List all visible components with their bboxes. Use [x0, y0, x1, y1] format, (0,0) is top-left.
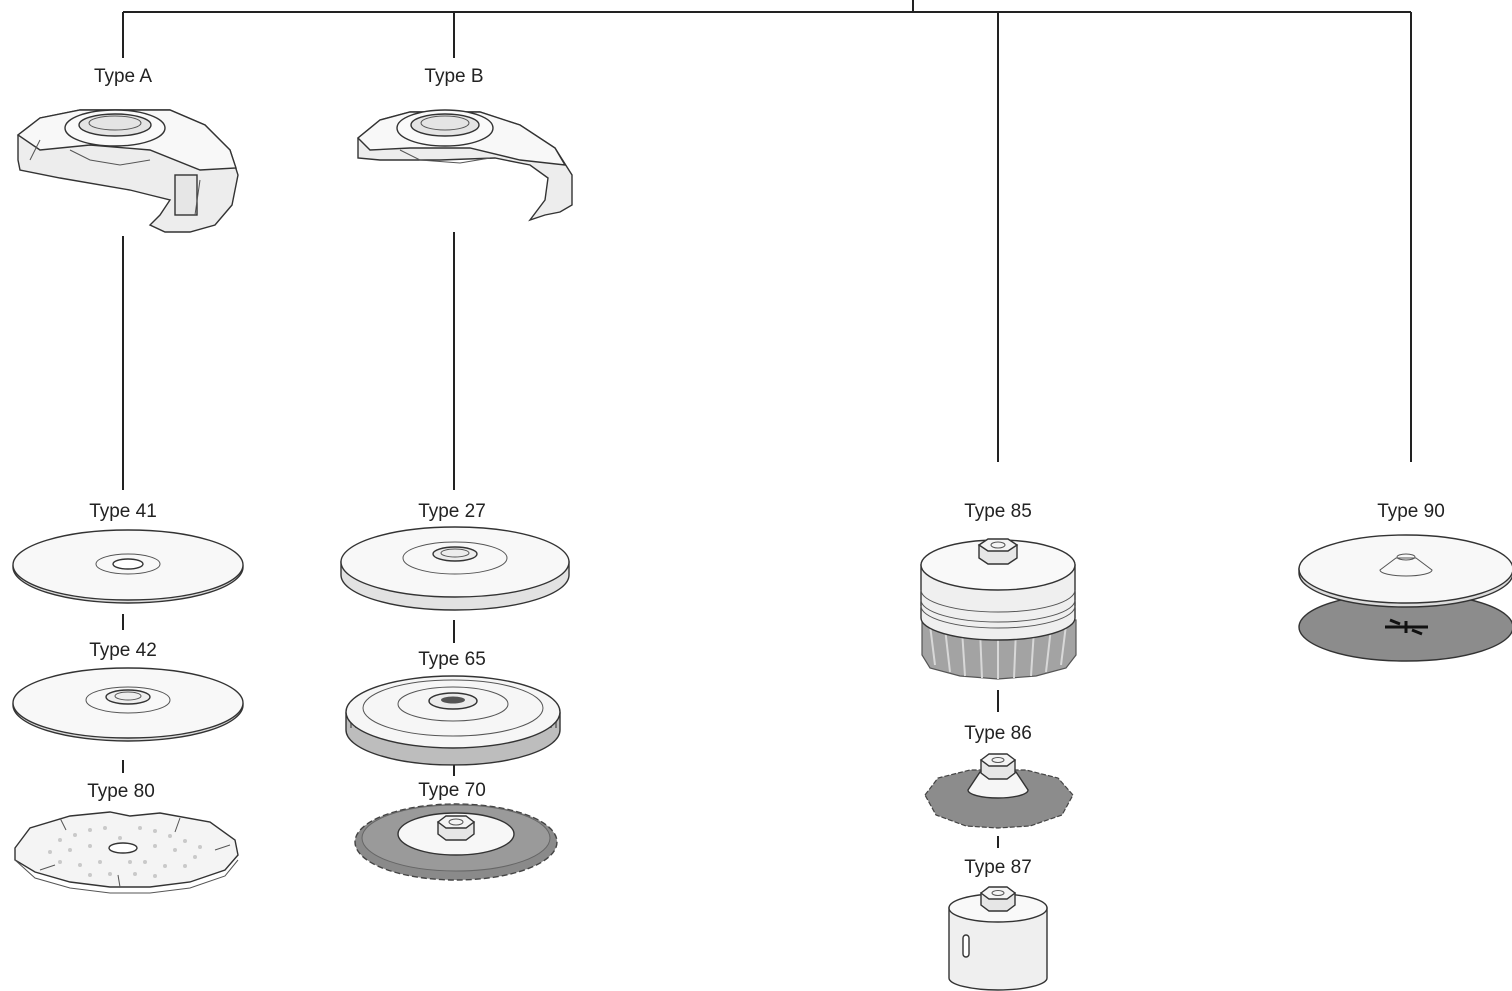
- brush-type-85-illustration: [920, 538, 1077, 680]
- wheel-type-65-illustration: [345, 675, 561, 766]
- brush-type-70-illustration: [354, 803, 558, 881]
- brush-type-86-illustration: [924, 753, 1074, 829]
- guard-type-a-illustration: [16, 109, 239, 233]
- connector-lines: [122, 0, 1412, 848]
- label-type-65: Type 65: [418, 649, 486, 670]
- type-labels: Type A Type B Type 41 Type 42 Type 80 Ty…: [87, 66, 1445, 878]
- label-type-86: Type 86: [964, 723, 1032, 744]
- guard-type-b-illustration: [356, 109, 573, 222]
- label-type-41: Type 41: [89, 501, 157, 522]
- wheel-type-42-illustration: [12, 667, 244, 742]
- label-type-80: Type 80: [87, 781, 155, 802]
- type-80-perforations: [48, 826, 202, 878]
- label-type-a: Type A: [94, 66, 152, 87]
- label-type-b: Type B: [424, 66, 483, 87]
- wheel-type-80-illustration: [14, 811, 239, 894]
- brush-type-87-illustration: [948, 886, 1048, 991]
- wheel-type-27-illustration: [340, 526, 570, 611]
- label-type-27: Type 27: [418, 501, 486, 522]
- label-type-87: Type 87: [964, 857, 1032, 878]
- wheel-type-41-illustration: [12, 529, 244, 604]
- label-type-85: Type 85: [964, 501, 1032, 522]
- label-type-90: Type 90: [1377, 501, 1445, 522]
- disc-type-90-illustration: [1298, 534, 1512, 662]
- label-type-70: Type 70: [418, 780, 486, 801]
- label-type-42: Type 42: [89, 640, 157, 661]
